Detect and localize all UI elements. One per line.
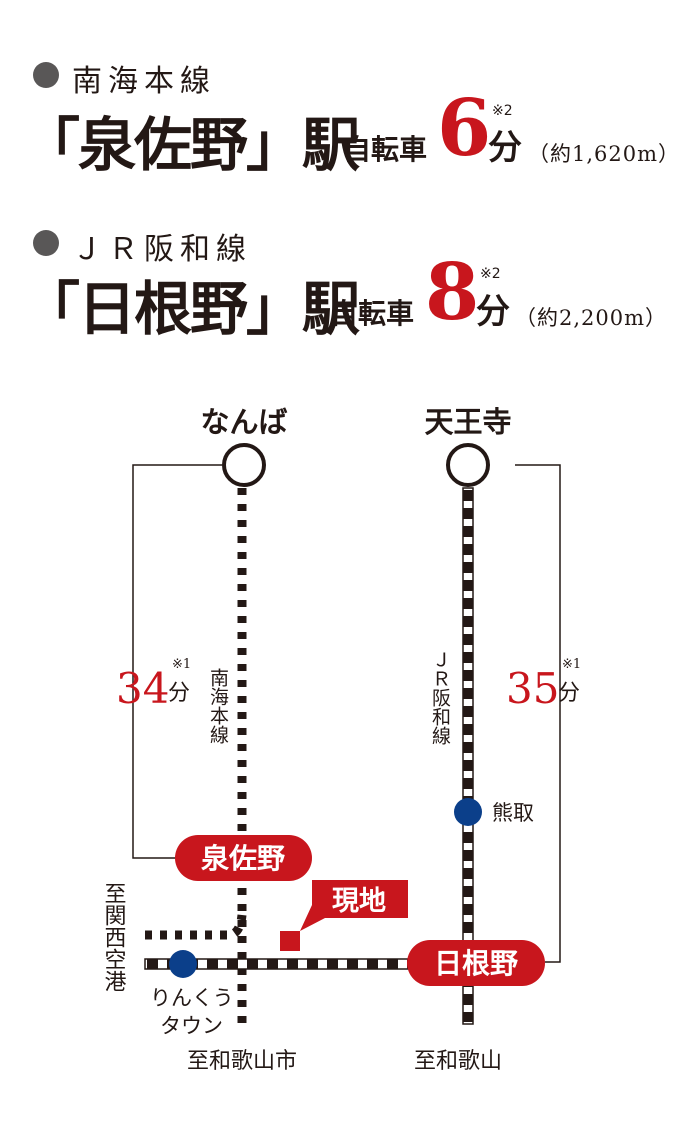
site-label: 現地 [332, 886, 386, 917]
line-name-jr: ＪＲ阪和線 [72, 232, 252, 267]
destination-kansai-airport: 至関西空港 [101, 882, 127, 992]
station-label-hineno: 日根野 [434, 947, 518, 980]
station-badge-izumisano [175, 835, 312, 881]
time-namba-minutes: 34 [116, 664, 169, 713]
time-tennoji-minutes: 35 [506, 664, 559, 713]
time-tennoji-unit: 分 [558, 681, 580, 706]
line-name-nankai: 南海本線 [72, 64, 216, 99]
jr-hanwa-line [462, 487, 474, 1025]
bullet-icon [33, 62, 59, 88]
station-label-rinku-2: タウン [160, 1014, 223, 1038]
footnote-mark: ※2 [492, 103, 513, 119]
bike-minutes: 6 [437, 83, 492, 174]
site-marker [280, 931, 300, 951]
footnote-mark: ※2 [480, 266, 501, 282]
station-label-rinku-1: りんくう [150, 986, 234, 1010]
time-namba-note: ※1 [172, 657, 191, 672]
terminal-namba: なんば [200, 405, 287, 439]
line-label-jr: ＪＲ阪和線 [429, 650, 451, 745]
kumatori-station-marker [454, 798, 482, 826]
line-label-nankai: 南海本線 [207, 668, 229, 744]
bullet-icon [33, 230, 59, 256]
time-namba-unit: 分 [168, 681, 190, 706]
rinku-station-marker [169, 950, 197, 978]
minutes-unit: 分 [488, 128, 522, 168]
terminal-tennoji: 天王寺 [424, 405, 511, 439]
station-label-izumisano: 泉佐野 [201, 842, 285, 875]
station-label-kumatori: 熊取 [492, 801, 534, 825]
site-callout [300, 880, 408, 931]
mode-bicycle: 自転車 [330, 297, 415, 330]
distance: （約2,200m） [515, 306, 668, 330]
bike-minutes: 8 [425, 247, 480, 338]
station-name-izumisano: 「泉佐野」駅 [22, 111, 360, 179]
time-bracket-tennoji [515, 464, 561, 963]
destination-wakayamashi: 至和歌山市 [187, 1049, 297, 1074]
time-tennoji-note: ※1 [562, 657, 581, 672]
time-bracket-namba [132, 464, 222, 859]
distance: （約1,620m） [528, 142, 681, 166]
nankai-airport-line [145, 914, 247, 940]
namba-station-marker [222, 443, 266, 487]
destination-wakayama: 至和歌山 [414, 1049, 502, 1074]
station-name-hineno: 「日根野」駅 [22, 275, 360, 343]
station-badge-hineno [407, 940, 545, 986]
minutes-unit: 分 [476, 292, 510, 332]
mode-bicycle: 自転車 [343, 133, 428, 166]
tennoji-station-marker [446, 443, 490, 487]
